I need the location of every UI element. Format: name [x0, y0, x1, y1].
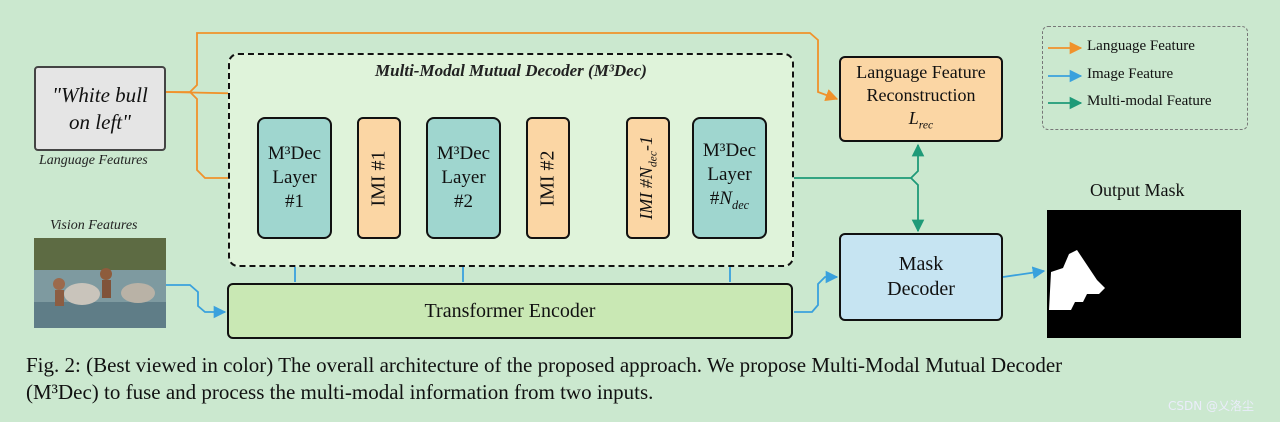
img-arrow-to-encoder	[166, 284, 227, 319]
layer-1-line2: Layer	[272, 167, 317, 188]
layer-1-line3: #1	[285, 191, 304, 212]
layer-n-line1: M³Dec	[702, 140, 757, 162]
language-input-box: "White bull on left"	[34, 66, 166, 151]
vision-features-label: Vision Features	[50, 218, 138, 233]
quote-line2: on left"	[69, 109, 131, 134]
legend: Language Feature Image Feature Multi-mod…	[1042, 26, 1248, 130]
imi-block-2: IMI #2	[526, 117, 570, 239]
m3dec-layer-n: M³Dec Layer #Ndec	[692, 117, 767, 239]
imi-2-label: IMI #2	[536, 149, 559, 207]
watermark: CSDN @乂洛尘	[1168, 399, 1255, 413]
mm-arrow-to-outputs	[767, 143, 925, 179]
mask-to-output-arrow	[1002, 266, 1046, 279]
legend-image-feature: Image Feature	[1087, 66, 1174, 82]
imi-1-label: IMI #1	[367, 149, 390, 207]
layer-2-line3: #2	[454, 191, 473, 212]
transformer-encoder: Transformer Encoder	[227, 283, 793, 339]
output-mask-title: Output Mask	[1090, 180, 1185, 200]
quote-line1: "White bull	[52, 82, 148, 107]
lang-arrow-to-layer1	[189, 91, 255, 185]
caption-line2: (M³Dec) to fuse and process the multi-mo…	[26, 380, 654, 404]
language-features-label: Language Features	[39, 153, 148, 168]
encoder-label: Transformer Encoder	[424, 299, 596, 322]
reconstruction-line2: Reconstruction	[866, 85, 976, 106]
mask-decoder: Mask Decoder	[839, 233, 1003, 321]
language-feature-reconstruction: Language Feature Reconstruction Lrec	[839, 56, 1003, 142]
decoder-title: Multi-Modal Mutual Decoder (M³Dec)	[375, 61, 647, 80]
layer-n-line2: Layer	[707, 164, 752, 186]
output-mask-image	[1047, 210, 1241, 338]
vision-input-image	[34, 238, 166, 328]
reconstruction-line1: Language Feature	[856, 62, 986, 83]
mask-decoder-line2: Decoder	[887, 278, 955, 300]
imi-block-1: IMI #1	[357, 117, 401, 239]
imi-n-label: IMI #Ndec-1	[636, 136, 660, 220]
layer-2-line2: Layer	[441, 167, 486, 188]
imi-block-n: IMI #Ndec-1	[626, 117, 670, 239]
reconstruction-line3: Lrec	[908, 108, 934, 132]
mask-decoder-line1: Mask	[898, 253, 944, 275]
legend-language-feature: Language Feature	[1087, 38, 1195, 54]
m3dec-layer-2: M³Dec Layer #2	[426, 117, 501, 239]
figure-caption: Fig. 2: (Best viewed in color) The overa…	[26, 352, 1258, 406]
caption-line1: Fig. 2: (Best viewed in color) The overa…	[26, 353, 1063, 377]
img-arrow-to-mask-decoder	[794, 270, 839, 313]
lang-arrow-top-to-reconstruction	[166, 32, 839, 101]
layer-n-line3: #Ndec	[709, 188, 750, 212]
legend-arrows	[1048, 41, 1083, 110]
layer-2-line1: M³Dec	[436, 143, 491, 164]
legend-multimodal-feature: Multi-modal Feature	[1087, 93, 1212, 109]
layer-1-line1: M³Dec	[267, 143, 322, 164]
m3dec-layer-1: M³Dec Layer #1	[257, 117, 332, 239]
